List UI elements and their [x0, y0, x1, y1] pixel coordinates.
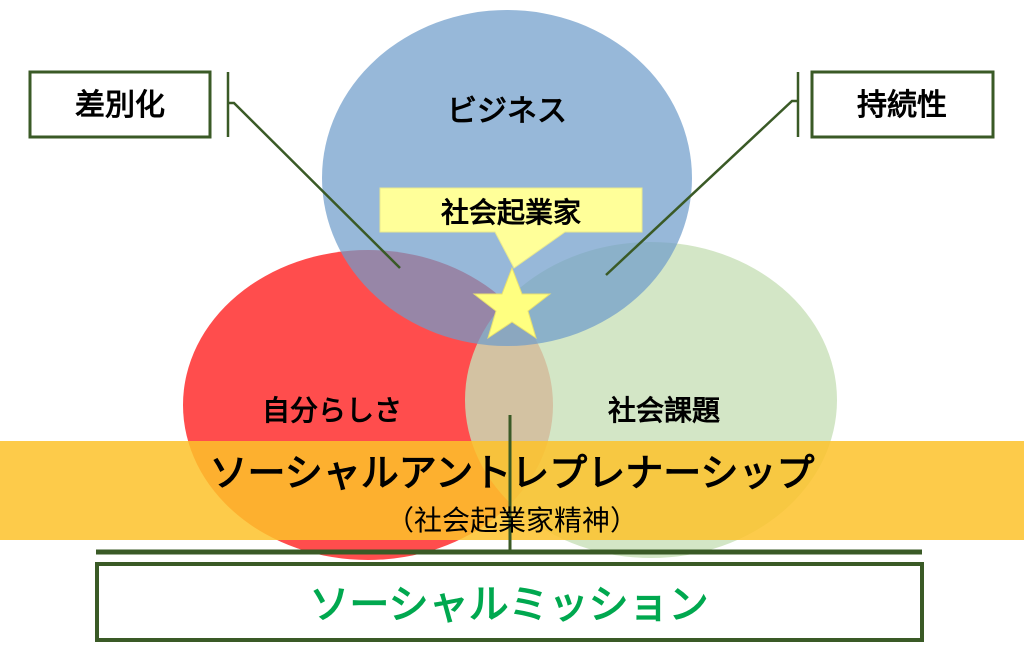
- band-subtitle: （社会起業家精神）: [386, 504, 638, 537]
- left-bracket: [226, 72, 401, 269]
- social-issue-label: 社会課題: [608, 394, 721, 427]
- business-circle: [322, 10, 692, 346]
- band-title: ソーシャルアントレプレナーシップ: [210, 451, 815, 495]
- business-label: ビジネス: [447, 94, 567, 129]
- mission-box: [95, 562, 924, 642]
- callout-box: [379, 187, 643, 269]
- callout-label: 社会起業家: [441, 196, 581, 229]
- left-label-box: [28, 70, 212, 139]
- left-label: 差別化: [75, 88, 165, 123]
- self-label: 自分らしさ: [262, 394, 402, 427]
- right-label-box: [810, 70, 995, 139]
- right-label: 持続性: [857, 88, 947, 123]
- mission-label: ソーシャルミッション: [309, 582, 708, 628]
- entrepreneurship-band: [0, 441, 1024, 540]
- star-icon: [472, 266, 552, 340]
- right-bracket: [605, 72, 800, 276]
